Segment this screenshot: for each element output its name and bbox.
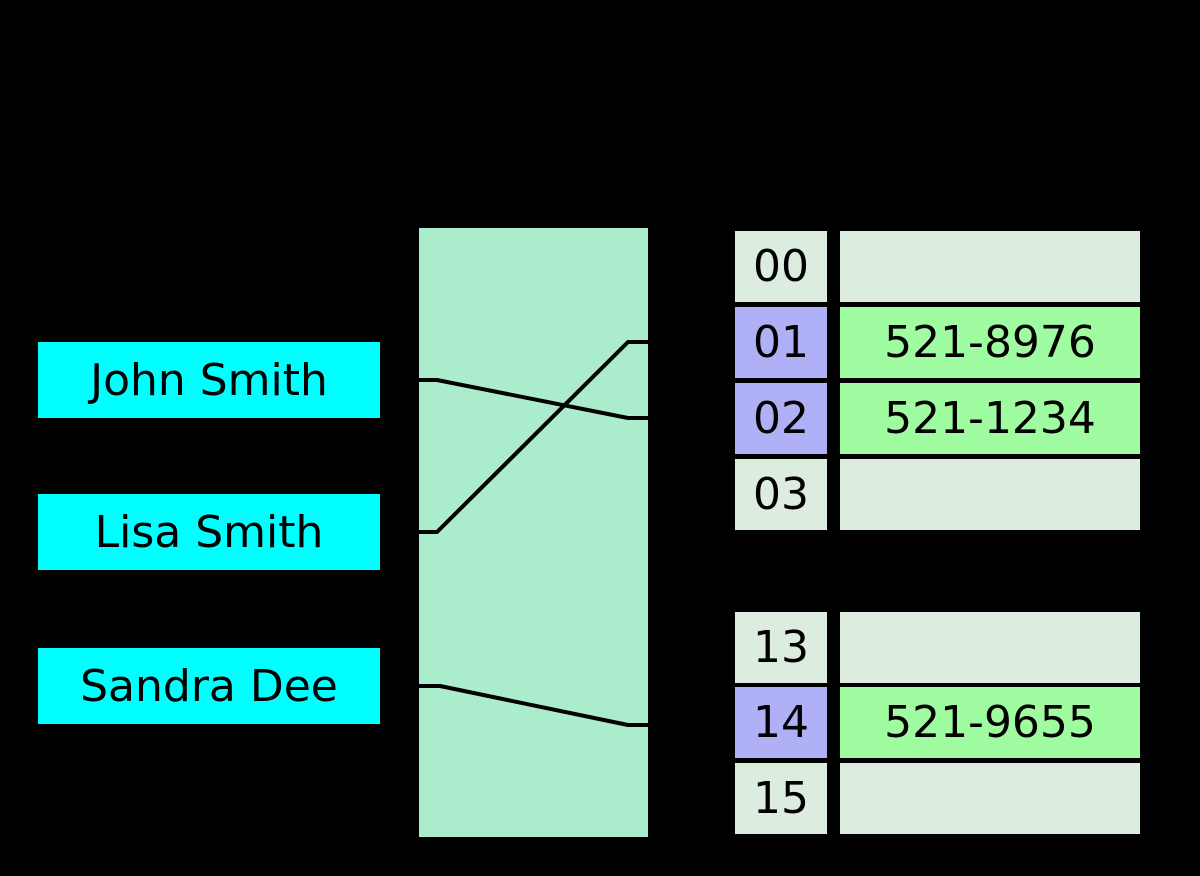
bucket-index-cell-01: 01: [735, 307, 827, 378]
key-box-john-smith: John Smith: [38, 342, 380, 418]
bucket-index-cell-00: 00: [735, 231, 827, 302]
bucket-value-cell-03: [840, 459, 1140, 530]
key-box-lisa-smith: Lisa Smith: [38, 494, 380, 570]
bucket-value-cell-13: [840, 612, 1140, 683]
key-label-lisa-smith: Lisa Smith: [94, 506, 324, 558]
key-label-john-smith: John Smith: [90, 354, 328, 406]
bucket-value-cell-15: [840, 763, 1140, 834]
bucket-index-cell-03: 03: [735, 459, 827, 530]
key-label-sandra-dee: Sandra Dee: [80, 660, 338, 712]
bucket-index-cell-02: 02: [735, 383, 827, 454]
bucket-index-cell-15: 15: [735, 763, 827, 834]
hash-function-box: [419, 228, 648, 837]
bucket-index-cell-13: 13: [735, 612, 827, 683]
bucket-value-cell-14: 521-9655: [840, 687, 1140, 758]
bucket-value-cell-02: 521-1234: [840, 383, 1140, 454]
bucket-value-cell-01: 521-8976: [840, 307, 1140, 378]
bucket-value-cell-00: [840, 231, 1140, 302]
bucket-index-cell-14: 14: [735, 687, 827, 758]
key-box-sandra-dee: Sandra Dee: [38, 648, 380, 724]
